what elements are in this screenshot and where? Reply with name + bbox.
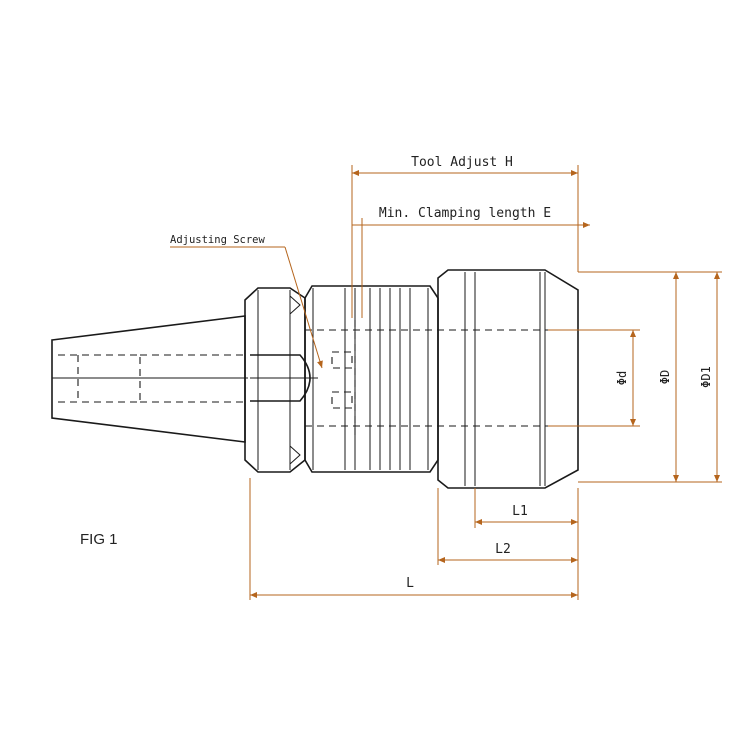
bore-lines	[305, 320, 578, 440]
tool-holder	[51, 269, 579, 489]
phi-d1-label: ΦD1	[699, 366, 713, 388]
adjusting-screw-leader	[284, 246, 323, 369]
adjusting-screw	[250, 354, 318, 402]
l2-label: L2	[495, 542, 511, 557]
main-body	[304, 285, 439, 473]
flange	[244, 287, 306, 473]
taper-shank	[51, 315, 248, 443]
tool-adjust-label: Tool Adjust H	[411, 155, 513, 170]
collet-nut	[437, 269, 579, 489]
dimensions: Tool Adjust H Min. Clamping length E Adj…	[170, 155, 722, 600]
l-label: L	[406, 576, 414, 591]
min-clamping-label: Min. Clamping length E	[379, 206, 551, 221]
figure-caption: FIG 1	[80, 531, 118, 548]
l1-label: L1	[512, 504, 528, 519]
phi-d-label: ΦD	[658, 370, 672, 384]
adjusting-screw-label: Adjusting Screw	[170, 234, 266, 246]
phi-small-d-label: Φd	[615, 371, 629, 385]
